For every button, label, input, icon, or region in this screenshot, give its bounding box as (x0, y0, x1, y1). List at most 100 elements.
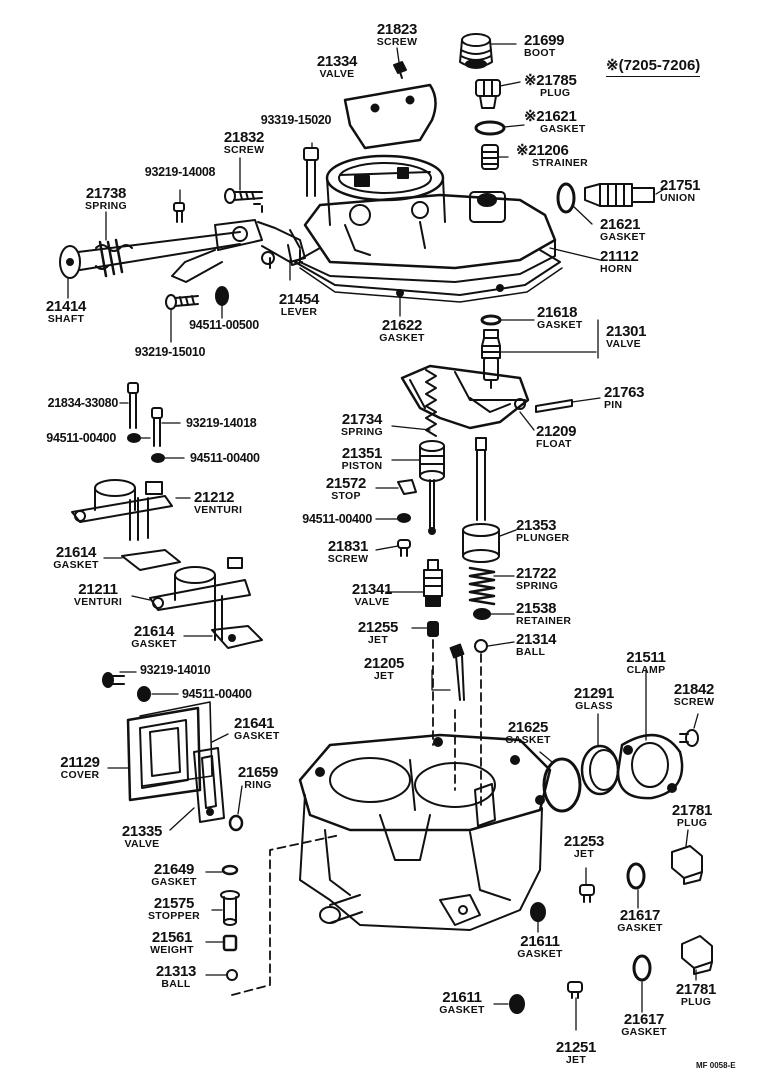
washer-94511-00500 (215, 286, 229, 306)
label-94511-00500: 94511-00500 (189, 318, 259, 332)
jet-21253 (579, 884, 595, 903)
assembly-leader-lines (231, 639, 482, 996)
weight-21561 (222, 934, 238, 952)
stop-21572 (397, 479, 417, 495)
jet-21255 (427, 621, 439, 637)
gasket-21611-lower (509, 994, 525, 1014)
screw-93219-14018 (151, 407, 163, 447)
label-94511-00400-c: 94511-00400 (302, 512, 372, 526)
gasket-21611-upper (530, 902, 546, 922)
needle-valve-21301 (481, 329, 501, 389)
stopper-21575 (220, 890, 240, 926)
venturi-21211 (149, 557, 251, 641)
screw-21831 (397, 539, 411, 557)
washer-94511-00400-a (127, 433, 141, 443)
ball-21313 (226, 969, 238, 981)
valve-21341 (423, 559, 443, 607)
label-leader-lines (67, 43, 699, 1031)
label-93319-15020: 93319-15020 (260, 113, 332, 127)
gasket-21621-upper (474, 120, 506, 136)
label-93219-15010: 93219-15010 (134, 345, 206, 359)
label-21834-33080: 21834-33080 (47, 396, 119, 410)
choke-valve-21334 (343, 83, 437, 150)
plug-21781-lower (681, 935, 713, 975)
sight-glass-21291 (580, 744, 620, 796)
plunger-21353 (462, 437, 500, 563)
strainer-21206 (481, 144, 499, 170)
screw-93219-15010 (165, 294, 199, 310)
gasket-21649 (221, 864, 239, 876)
valve-21335 (193, 747, 225, 823)
float-21209 (400, 364, 530, 430)
diagram-code: MF 0058-E (696, 1061, 736, 1070)
choke-lever-21454 (171, 203, 306, 283)
asterisk-marker: ※ (524, 108, 537, 125)
label-94511-00400-a: 94511-00400 (46, 431, 116, 445)
jet-21251 (567, 981, 583, 999)
washer-94511-00400-b (151, 453, 165, 463)
gasket-21614-upper (121, 549, 181, 571)
screw-93219-14008 (173, 202, 185, 223)
cover-21129 (126, 706, 202, 802)
label-93219-14010: 93219-14010 (140, 663, 211, 677)
gasket-21617-upper (626, 862, 646, 890)
screw-93219-14010 (102, 672, 125, 688)
plug-21785 (475, 79, 501, 109)
gasket-21625 (542, 757, 582, 813)
label-94511-00400-d: 94511-00400 (182, 687, 252, 701)
screw-21834-33080 (127, 382, 139, 429)
gasket-21614-lower (211, 625, 263, 649)
asterisk-marker: ※ (524, 72, 537, 89)
label-94511-00400-b: 94511-00400 (190, 451, 260, 465)
gasket-21618 (480, 314, 502, 326)
retainer-21538 (473, 608, 491, 620)
gasket-21621-side (556, 182, 576, 214)
label-93219-14008: 93219-14008 (144, 165, 216, 179)
gasket-21617-lower (632, 954, 652, 982)
washer-94511-00400-c (397, 513, 411, 523)
screw-21823 (393, 61, 407, 79)
choke-shaft-21414 (59, 231, 241, 279)
pin-21763 (535, 399, 573, 413)
air-horn-21112 (299, 154, 557, 283)
screw-21842 (679, 729, 699, 747)
ring-21659 (228, 814, 244, 832)
piston-spring-21734 (425, 369, 437, 437)
union-21751 (584, 183, 655, 207)
venturi-21212 (71, 479, 173, 541)
ball-21314 (474, 639, 488, 653)
